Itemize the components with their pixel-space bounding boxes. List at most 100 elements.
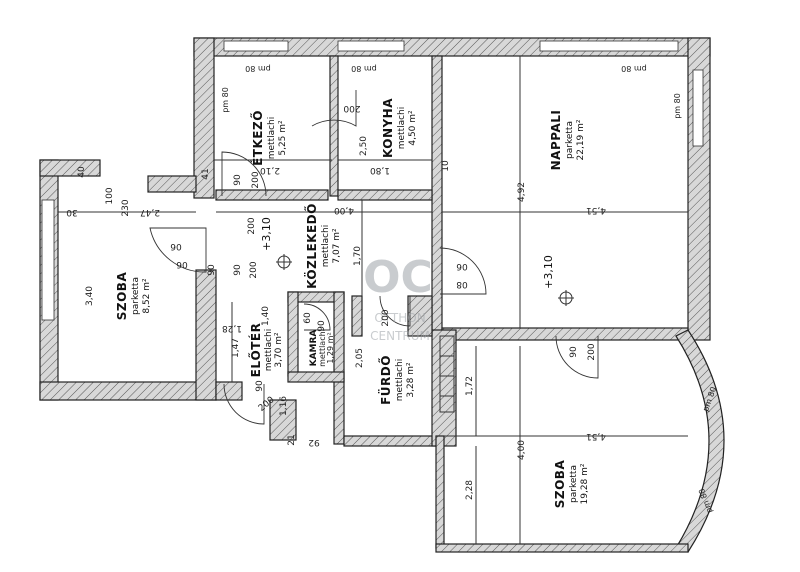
window-szoba1: [41, 199, 55, 321]
svg-text:parketta: parketta: [569, 465, 579, 503]
svg-text:FÜRDŐ: FÜRDŐ: [378, 355, 393, 405]
dimension-label: 1,47: [231, 338, 241, 358]
door-label: 90: [255, 380, 265, 392]
room-kamra: KAMRA mettlachi 1,29 m²: [309, 329, 335, 367]
wall-left-upper: [193, 37, 215, 199]
wall-kamra-left: [287, 291, 299, 377]
door-nappali: [439, 247, 487, 295]
window-label: pm 80: [245, 64, 271, 73]
wall-konyha-bottom: [337, 189, 433, 201]
door-label: 200: [249, 261, 259, 278]
window-nappali-right: [692, 69, 704, 147]
dimension-label: 40: [77, 166, 87, 178]
svg-text:mettlachi: mettlachi: [395, 359, 405, 402]
door-szoba2: [555, 335, 599, 379]
window-label: pm 80: [621, 64, 647, 73]
svg-text:7,07 m²: 7,07 m²: [332, 228, 342, 264]
walls: [39, 37, 725, 553]
wall-konyha-nappali: [431, 55, 443, 335]
doors: [149, 90, 599, 425]
window-etkezo: [223, 40, 289, 52]
wall-nappali-bottom: [441, 327, 689, 341]
door-kamra: [303, 303, 331, 331]
dimension-label: 1,28: [222, 323, 242, 333]
dimension-label: 200: [251, 171, 261, 188]
dimension-label: 21: [287, 434, 297, 445]
level-label: +3,10: [260, 217, 273, 251]
svg-text:NAPPALI: NAPPALI: [549, 110, 563, 171]
svg-text:ELŐTÉR: ELŐTÉR: [248, 323, 263, 378]
dimension-label: 3,40: [85, 286, 95, 306]
dimension-label: 2,47: [140, 207, 160, 217]
svg-text:22,19 m²: 22,19 m²: [576, 119, 586, 160]
watermark-line1: OTTHON: [374, 311, 425, 325]
room-szoba-1: SZOBA parketta 8,52 m²: [115, 272, 152, 321]
svg-text:mettlachi: mettlachi: [318, 329, 327, 367]
dimension-label: 1,80: [370, 165, 390, 175]
room-szoba-2: SZOBA parketta 19,28 m²: [553, 460, 590, 509]
svg-text:ÉTKEZŐ: ÉTKEZŐ: [250, 110, 265, 166]
wall-furdo-right: [431, 329, 457, 447]
room-nappali: NAPPALI parketta 22,19 m²: [549, 110, 586, 171]
room-etkezo: ÉTKEZŐ mettlachi 5,25 m²: [250, 110, 288, 166]
dimension-label: 4,92: [517, 182, 527, 202]
dimension-label: 60: [303, 312, 313, 324]
svg-text:mettlachi: mettlachi: [321, 225, 331, 268]
wall-szoba2-left: [435, 435, 445, 549]
dimension-label: 1,16: [279, 396, 289, 416]
svg-text:parketta: parketta: [565, 121, 575, 159]
svg-text:19,28 m²: 19,28 m²: [580, 463, 590, 504]
wall-left-top-a: [39, 159, 101, 177]
wall-kamra-right: [333, 291, 345, 445]
window-label: pm 80: [673, 93, 682, 119]
dimension-label: 2,05: [355, 348, 365, 368]
bathtub: [439, 335, 455, 413]
dimension-label: 92: [308, 437, 319, 447]
wall-szoba-right: [195, 269, 217, 401]
level-markers: [276, 254, 574, 306]
watermark-line2: CENTRUM: [370, 329, 430, 343]
dimension-label: 100: [105, 187, 115, 204]
door-etkezo: [221, 151, 267, 197]
svg-text:SZOBA: SZOBA: [553, 460, 567, 509]
svg-text:parketta: parketta: [131, 277, 141, 315]
door-label: 06: [170, 241, 182, 251]
svg-text:8,52 m²: 8,52 m²: [142, 278, 152, 314]
svg-text:SZOBA: SZOBA: [115, 272, 129, 321]
bathroom-fixtures: [439, 335, 455, 413]
door-furdo: [379, 295, 411, 327]
dimension-label: 4,00: [517, 440, 527, 460]
door-konyha: [311, 90, 357, 127]
svg-text:KONYHA: KONYHA: [381, 98, 395, 158]
door-label: 90: [317, 320, 327, 332]
dimension-label: 10: [441, 160, 451, 172]
wall-furdo-top: [407, 295, 433, 337]
svg-text:1,29 m²: 1,29 m²: [326, 332, 335, 363]
dimension-label: 4,51: [586, 431, 606, 441]
wall-kamra-bottom: [287, 371, 345, 383]
door-label: 200: [381, 309, 391, 326]
svg-text:mettlachi: mettlachi: [267, 117, 277, 160]
dimension-label: 1,40: [261, 306, 271, 326]
wall-entry-a: [269, 399, 297, 441]
dimension-label: 2,10: [260, 165, 280, 175]
svg-text:mettlachi: mettlachi: [264, 329, 274, 372]
window-nappali: [539, 40, 679, 52]
dimension-lines: [58, 56, 688, 544]
wall-bay: [675, 329, 725, 553]
dimension-label: 2,50: [359, 136, 369, 156]
svg-text:KAMRA: KAMRA: [309, 330, 319, 367]
watermark-logo: OC: [363, 252, 433, 303]
watermark: OC OTTHON CENTRUM: [363, 252, 433, 343]
room-furdo: FÜRDŐ mettlachi 3,28 m²: [378, 355, 416, 405]
door-entry: [223, 383, 265, 425]
wall-left-top-b: [147, 175, 197, 193]
svg-text:KÖZLEKEDŐ: KÖZLEKEDŐ: [304, 203, 319, 289]
door-label: 90: [233, 264, 243, 276]
window-labels: pm 80 pm 80 pm 80 pm 80 pm 80 pm 80 pm 8…: [221, 64, 718, 514]
door-labels: 200 90 200 06 90 200 06 200 90 90 200: [170, 217, 597, 414]
door-label: 90: [569, 346, 579, 358]
window-konyha: [337, 40, 405, 52]
wall-etkezo-konyha: [329, 55, 339, 197]
